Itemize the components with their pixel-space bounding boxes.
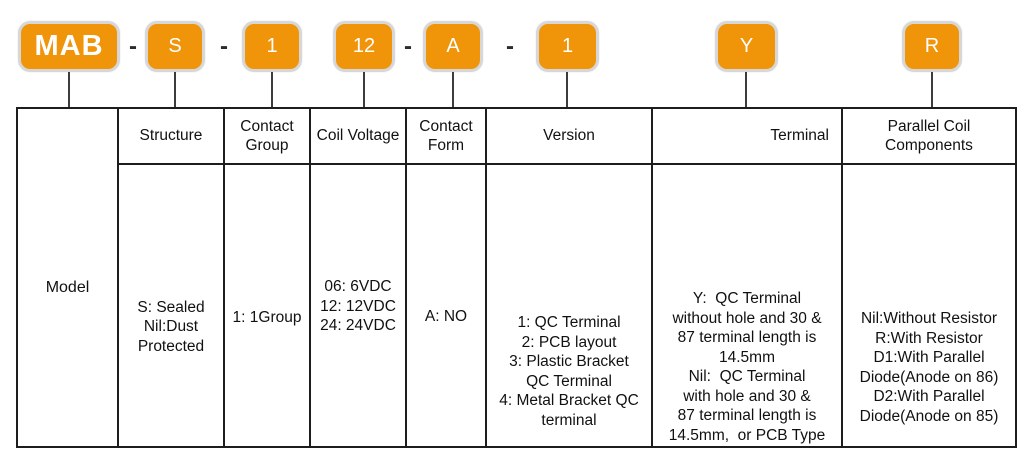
column-terminal-header: Terminal (651, 109, 841, 165)
value-line: Y: QC Terminal (692, 290, 802, 307)
header-label: Contact Group (240, 117, 294, 155)
value-line: 14.5mm, or PCB Type (668, 426, 826, 444)
value-line: 2: PCB layout (521, 333, 617, 351)
header-label: Contact Form (419, 117, 473, 155)
value-line: 3: Plastic Bracket (509, 353, 629, 370)
column-version-header: Version (485, 109, 651, 165)
code-separator: - (220, 32, 228, 60)
column-version-values: 1: QC Terminal 2: PCB layout 3: Plastic Br… (485, 165, 651, 446)
part-code-text: 12 (352, 35, 376, 57)
part-code-text: 1 (561, 35, 574, 57)
part-code-badge-terminal: Y (715, 21, 778, 72)
value-line: R:With Resistor (875, 329, 983, 347)
header-label: Coil Voltage (316, 127, 400, 145)
part-code-text: 1 (266, 35, 278, 57)
value-line: with hole and 30 & (683, 387, 811, 405)
part-code-text: R (924, 35, 940, 57)
value-line: 4: Metal Bracket QC (499, 392, 639, 409)
value-line: 24: 24VDC (320, 317, 396, 335)
code-separator: - (506, 32, 514, 60)
header-label: Version (543, 127, 595, 145)
connector-line-contact-group (271, 72, 273, 107)
connector-line-model (68, 72, 70, 107)
header-label: Parallel Coil Components (885, 117, 973, 155)
value-line: Nil: QC Terminal (688, 368, 806, 385)
code-separator: - (129, 32, 137, 60)
column-parallel-coil-components-header: Parallel Coil Components (841, 109, 1015, 165)
column-terminal-values: Y: QC Terminal without hole and 30 & 87 te… (651, 165, 841, 446)
part-code-text: A (446, 35, 460, 57)
connector-line-version (566, 72, 568, 107)
part-code-badge-parallel-coil-components: R (902, 21, 962, 72)
value-line: A: NO (424, 308, 468, 326)
part-code-badge-structure: S (145, 21, 205, 72)
code-separator: - (404, 32, 412, 60)
connector-line-terminal (745, 72, 747, 107)
value-line: S: Sealed (137, 298, 205, 316)
value-line: 1: 1Group (232, 308, 302, 326)
column-structure-header: Structure (117, 109, 223, 165)
column-contact-group-header: Contact Group (223, 109, 309, 165)
header-label: Terminal (770, 127, 829, 145)
part-code-badge-version: 1 (536, 21, 599, 72)
value-line: 87 terminal length is (677, 329, 817, 346)
value-line: without hole and 30 & (672, 309, 822, 327)
value-line: 14.5mm (719, 348, 775, 366)
value-line: Nil:Without Resistor (860, 310, 998, 327)
column-model-cell: Model (18, 109, 117, 446)
column-contact-form-header: Contact Form (405, 109, 485, 165)
value-line: 12: 12VDC (320, 297, 396, 315)
value-line: 87 terminal length is (677, 407, 817, 424)
part-code-text: Y (739, 35, 754, 57)
value-line: 1: QC Terminal (517, 314, 621, 331)
column-contact-group-values: 1: 1Group (223, 165, 309, 446)
value-line: D1:With Parallel (873, 349, 985, 366)
value-line: terminal (541, 411, 597, 429)
connector-line-structure (174, 72, 176, 107)
part-code-badge-model: MAB (18, 21, 120, 72)
value-line: D2:With Parallel (873, 388, 985, 405)
header-label: Structure (139, 127, 203, 145)
column-coil-voltage-header: Coil Voltage (309, 109, 405, 165)
connector-line-parallel-coil-components (931, 72, 933, 107)
column-contact-form-values: A: NO (405, 165, 485, 446)
value-line: Diode(Anode on 85) (859, 407, 999, 425)
value-line: Protected (137, 337, 205, 355)
part-code-text: MAB (34, 30, 104, 62)
value-line: QC Terminal (526, 372, 612, 390)
value-line: Diode(Anode on 86) (859, 368, 999, 386)
value-line: 06: 6VDC (324, 278, 392, 296)
value-line: Nil:Dust (143, 318, 199, 336)
part-code-badge-contact-group: 1 (242, 21, 302, 72)
value-line: Model (45, 279, 90, 297)
part-code-text: S (168, 35, 182, 57)
connector-line-coil-voltage (363, 72, 365, 107)
connector-line-contact-form (452, 72, 454, 107)
part-code-badge-contact-form: A (423, 21, 483, 72)
part-code-badge-coil-voltage: 12 (333, 21, 395, 72)
